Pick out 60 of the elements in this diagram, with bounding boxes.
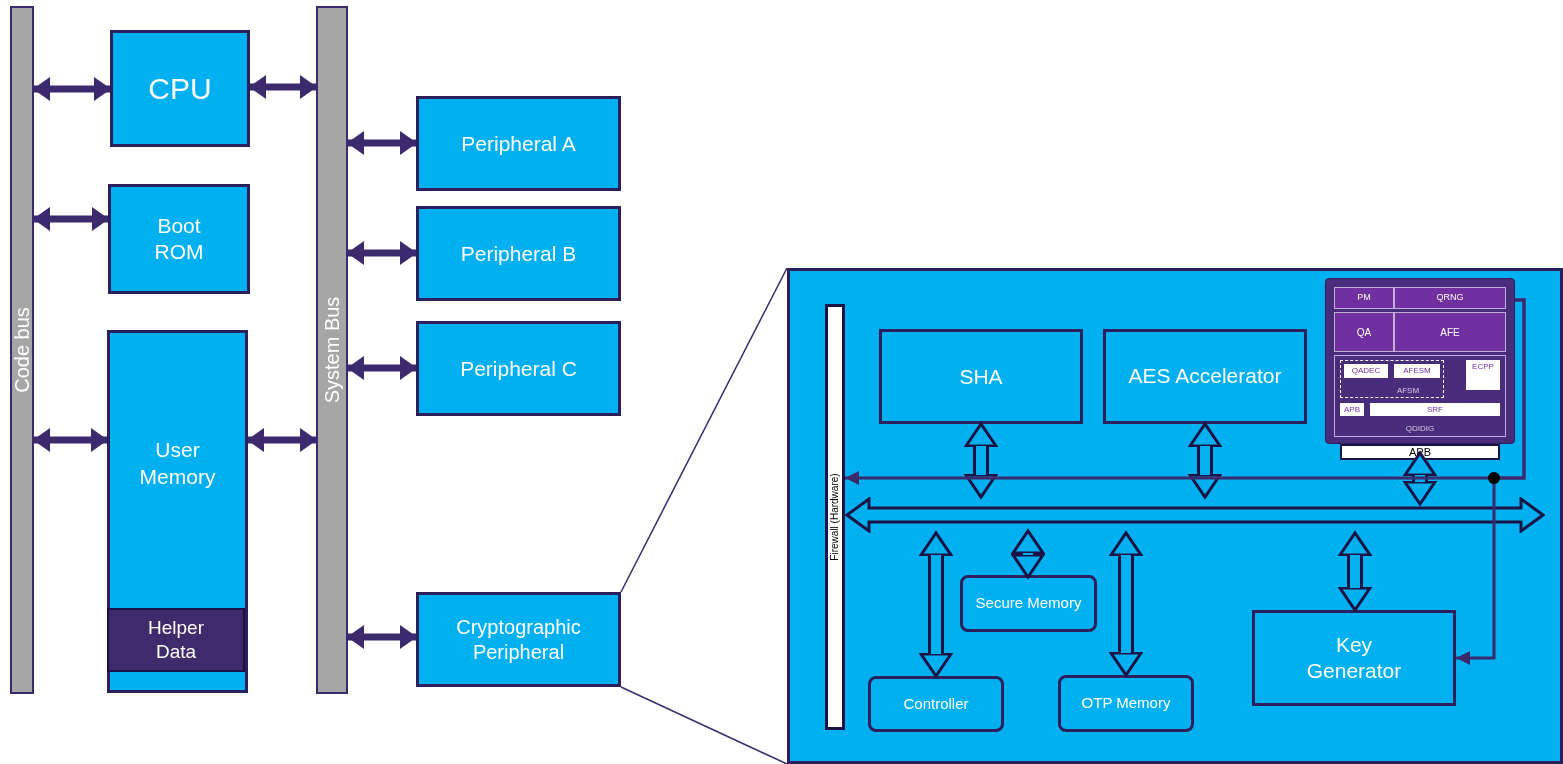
box-label: CPU [148,71,212,107]
box-label: QRNG [1436,291,1464,305]
chip-block-cell [1340,403,1364,416]
memory-box [108,184,250,294]
chip-section [1394,287,1506,309]
peripheral-box [416,592,621,687]
box-label: APB [1344,405,1360,414]
box-label: QA [1356,325,1372,340]
box-label: Peripheral A [461,130,576,157]
box-label: AFE [1440,325,1460,340]
peripheral-box [416,96,621,191]
controller-box [868,676,1004,732]
crypto-detail-panel [787,268,1563,764]
bus-label: Code bus [12,307,32,393]
internal-bus [845,497,1545,533]
chip-section [1334,312,1394,352]
helper-data-box [107,608,245,672]
code-bus-bar [10,6,34,694]
cpu-box [110,30,250,147]
box-label: Helper Data [147,616,205,664]
chip-section [1394,312,1506,352]
chip-block-cell [1466,360,1500,390]
peripheral-box [416,206,621,301]
box-label: SRF [1427,405,1443,414]
box-label: Key Generator [1305,631,1403,684]
memory-box [107,330,248,693]
box-label: ECPP [1472,363,1494,371]
box-label: SHA [959,363,1003,390]
chip-block-cell [1370,403,1500,416]
chip-block [1325,278,1515,444]
box-label: Cryptographic Peripheral [455,614,582,665]
key-generator-box [1252,610,1456,706]
box-label: PM [1357,291,1371,305]
box-label: Secure Memory [975,594,1082,613]
memory-box [1058,675,1194,732]
box-label: AFESM [1403,367,1431,375]
box-label: User Memory [138,437,217,490]
firewall-label: Firewall (Hardware) [830,473,840,561]
peripheral-box [416,321,621,416]
box-label: AFSM [1396,387,1420,395]
chip-block-cell [1344,364,1388,378]
sha-box [879,329,1083,424]
chip-section [1334,355,1506,437]
box-label: AES Accelerator [1128,363,1282,390]
dashed-group [1340,360,1444,398]
box-label: OTP Memory [1081,694,1171,713]
bus-label: System Bus [322,296,342,404]
box-label: QADEC [1351,367,1381,375]
box-label: Peripheral B [460,240,577,267]
chip-section [1334,287,1394,309]
box-label: Boot ROM [153,212,205,265]
firewall-bar [825,304,845,730]
box-label: QDIDIG [1405,425,1435,433]
system-bus-bar [316,6,348,694]
apb-bar [1340,444,1500,460]
box-label: Peripheral C [460,355,577,382]
chip-block-cell [1394,364,1440,378]
memory-box [960,575,1097,632]
box-label: Controller [903,693,969,714]
aes-box [1103,329,1307,424]
